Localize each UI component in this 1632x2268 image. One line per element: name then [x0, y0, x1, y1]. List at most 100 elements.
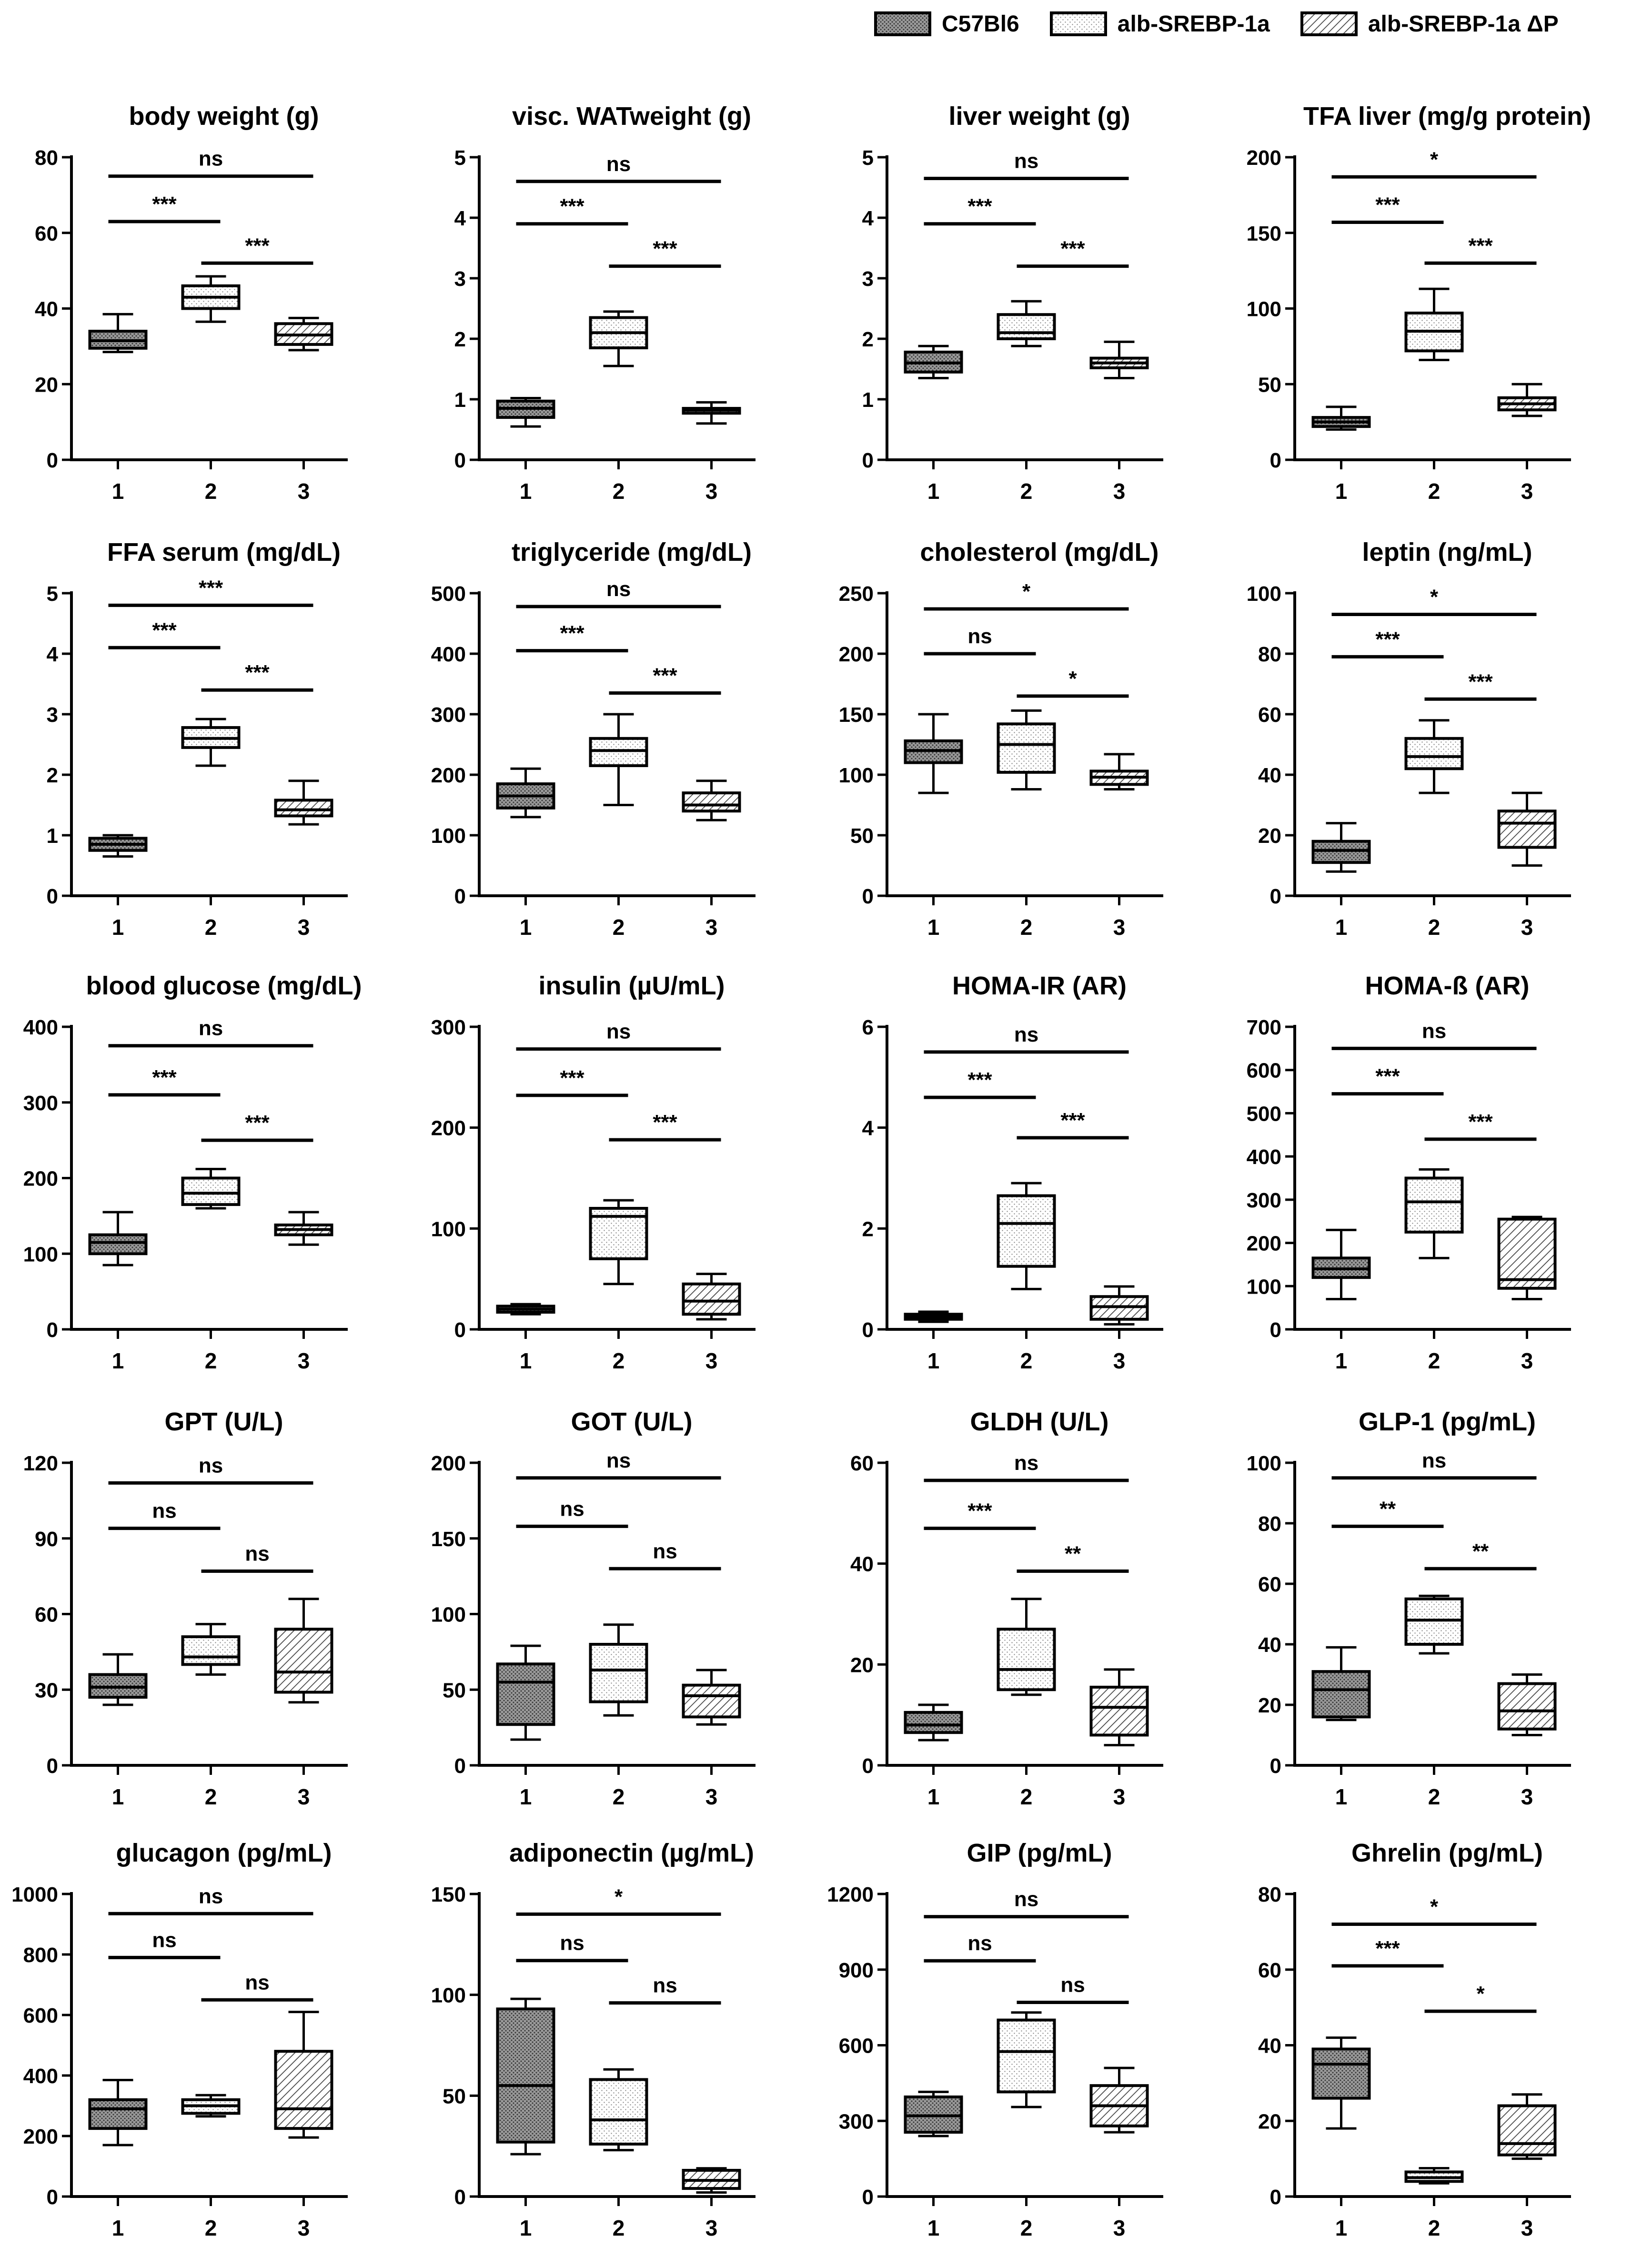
y-tick-label: 5 [47, 582, 58, 606]
box-group [1404, 1168, 1464, 1259]
box-group [1497, 1673, 1557, 1736]
box-group [1404, 287, 1464, 361]
significance-label: ** [1472, 1539, 1489, 1563]
significance-label: * [1430, 148, 1439, 171]
y-tick-label: 100 [431, 1603, 466, 1627]
box-iqr [181, 1176, 241, 1206]
box-iqr [1404, 737, 1464, 770]
y-tick-label: 90 [35, 1528, 58, 1551]
significance-label: ns [1014, 1888, 1038, 1911]
box-iqr [274, 1628, 333, 1694]
chart-title: glucagon (pg/mL) [116, 1839, 332, 1867]
box-group [1089, 1285, 1149, 1326]
x-tick-label: 2 [613, 1348, 625, 1373]
significance-label: * [1476, 1982, 1485, 2005]
y-tick-label: 300 [839, 2110, 874, 2133]
x-tick-label: 3 [298, 2216, 310, 2240]
box-iqr [904, 1711, 963, 1734]
x-tick-label: 3 [705, 915, 718, 940]
box-iqr [682, 791, 741, 813]
box-group [181, 1623, 241, 1676]
significance-label: * [1430, 1895, 1439, 1919]
box-group [1497, 791, 1557, 867]
significance-label: * [1022, 580, 1031, 603]
significance-label: ns [199, 1017, 223, 1040]
x-tick-label: 2 [205, 1348, 217, 1373]
box-group [274, 316, 333, 352]
significance-label: *** [152, 618, 177, 642]
box-group [997, 300, 1056, 347]
x-tick-label: 2 [1428, 1348, 1441, 1373]
legend-label-alb-srebp-1a-dp: alb-SREBP-1a ΔP [1368, 11, 1559, 37]
y-tick-label: 0 [1270, 1318, 1281, 1342]
chart-title: GLDH (U/L) [970, 1407, 1109, 1436]
y-tick-label: 50 [850, 824, 874, 848]
legend-label-c57bl6: C57Bl6 [942, 11, 1019, 37]
box-iqr [589, 1643, 648, 1703]
x-tick-label: 1 [112, 2216, 124, 2240]
significance-label: ns [199, 1454, 223, 1477]
significance-label: *** [245, 661, 270, 684]
x-tick-label: 1 [520, 2216, 532, 2240]
box-iqr [88, 1233, 148, 1256]
significance-label: ns [1014, 1451, 1038, 1475]
x-tick-label: 3 [298, 1348, 310, 1373]
significance-label: ns [560, 1932, 584, 1955]
x-tick-label: 1 [520, 915, 532, 940]
x-tick-label: 2 [1020, 915, 1033, 940]
significance-label: *** [967, 195, 992, 218]
box-group [496, 1644, 555, 1741]
chart-title: adiponectin (µg/mL) [509, 1839, 755, 1867]
significance-label: ns [245, 1542, 269, 1566]
box-group [1089, 340, 1149, 380]
significance-label: ns [653, 1974, 677, 1997]
y-tick-label: 60 [1258, 1573, 1281, 1596]
y-tick-label: 200 [431, 1117, 466, 1140]
y-tick-label: 3 [454, 267, 466, 291]
significance-label: ns [199, 1884, 223, 1908]
x-tick-label: 3 [298, 915, 310, 940]
box-group [181, 1167, 241, 1210]
significance-label: *** [653, 1111, 677, 1134]
y-tick-label: 100 [23, 1243, 58, 1266]
box-group [1497, 1215, 1557, 1300]
x-tick-label: 1 [520, 479, 532, 504]
y-tick-label: 150 [1247, 222, 1281, 245]
x-tick-label: 3 [298, 1784, 310, 1809]
significance-label: ns [1014, 1023, 1038, 1046]
x-tick-label: 3 [1113, 479, 1126, 504]
y-tick-label: 0 [47, 449, 58, 472]
box-group [1497, 2093, 1557, 2160]
y-tick-label: 0 [862, 1318, 874, 1342]
x-tick-label: 1 [1335, 2216, 1348, 2240]
box-iqr [997, 2018, 1056, 2094]
x-tick-label: 1 [927, 1348, 940, 1373]
y-tick-label: 200 [23, 2125, 58, 2148]
box-group [1311, 1228, 1371, 1300]
y-tick-label: 3 [47, 703, 58, 727]
box-group [997, 709, 1056, 790]
y-tick-label: 4 [454, 207, 466, 230]
y-tick-label: 1 [454, 388, 466, 412]
significance-label: ns [1014, 149, 1038, 172]
box-group [589, 1199, 648, 1286]
legend-item-alb-srebp-1a-dp: alb-SREBP-1a ΔP [1300, 11, 1559, 37]
x-tick-label: 2 [205, 915, 217, 940]
box-iqr [589, 737, 648, 767]
x-tick-label: 1 [520, 1784, 532, 1809]
legend: C57Bl6 alb-SREBP-1a alb-SREBP-1a ΔP [874, 7, 1589, 40]
y-tick-label: 40 [1258, 2035, 1281, 2058]
box-iqr [1311, 2047, 1371, 2100]
x-tick-label: 1 [1335, 1784, 1348, 1809]
box-group [1404, 1594, 1464, 1655]
